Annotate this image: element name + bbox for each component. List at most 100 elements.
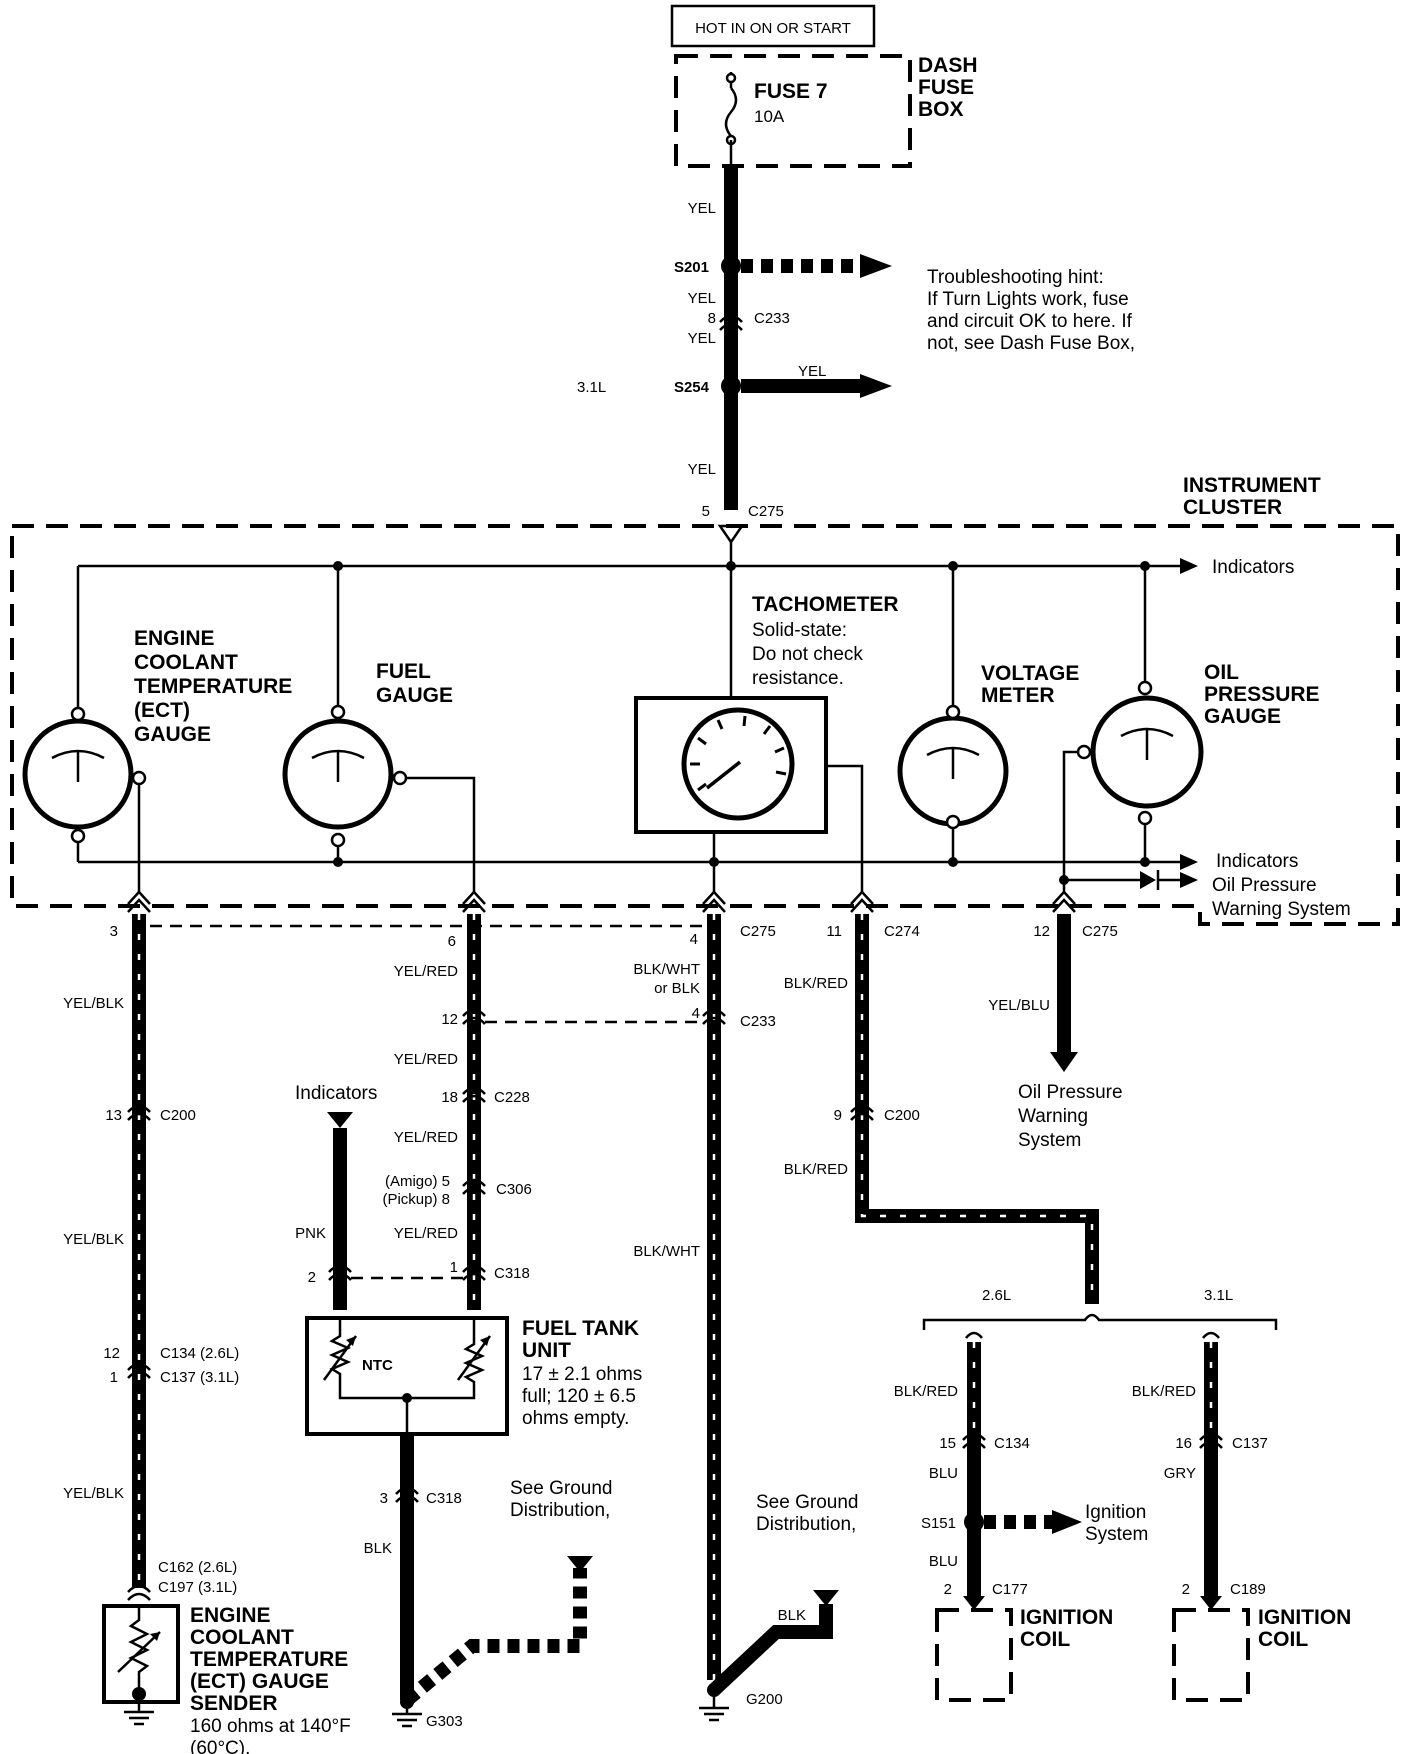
pin-2-c318: 2 [308,1269,316,1286]
ground-icon [124,1700,154,1726]
engine-26-label: 2.6L [982,1287,1011,1304]
connector-c189-label: C189 [1230,1581,1266,1598]
wire-label-blk-wht: BLK/WHT [633,1243,700,1260]
arrow-icon [860,254,892,278]
connector-c275-top-label: C275 [748,503,784,520]
tachometer-title: TACHOMETER [752,593,899,616]
connector-c197-label: C197 (3.1L) [158,1579,237,1596]
connector-c137-coil-label: C137 [1232,1435,1268,1452]
pin-1-c137: 1 [110,1369,118,1386]
gauge-icon [690,715,787,792]
pin-3-c318: 3 [380,1490,388,1507]
connector-c275-label-4: C275 [740,923,776,940]
connector-c134-c137 [127,1362,151,1379]
connector-c137-label: C137 (3.1L) [160,1369,239,1386]
ignition-coil-26 [935,1608,1013,1702]
wire-label-yel-red-1: YEL/RED [394,963,458,980]
connector-c233-tach [702,1008,726,1025]
pin-11-c274: 11 [826,923,842,940]
wire-label-yel-3: YEL [688,330,716,347]
pin-amigo-c306: (Amigo) 5 [385,1173,450,1190]
wire-label-yel-red-3: YEL/RED [394,1129,458,1146]
pin-2-c189: 2 [1182,1581,1190,1598]
pin-4-c275: 4 [690,931,698,948]
connector-c189 [1200,1596,1222,1610]
connector-c200-ect [127,1104,151,1121]
pin-16-c137: 16 [1175,1435,1192,1452]
connector-c200-tach [850,1104,874,1121]
connector-c200-ect-label: C200 [160,1107,196,1124]
troubleshooting-hint: Troubleshooting hint:If Turn Lights work… [927,267,1135,354]
wire-label-blk-red-26: BLK/RED [894,1383,958,1400]
tach-signal-wire [855,914,1099,1304]
connector-c177-label: C177 [992,1581,1028,1598]
connector-c306-label: C306 [496,1181,532,1198]
connector-c162-c197 [127,1584,151,1601]
connector-c233-tach-label: C233 [740,1013,776,1030]
arrow-icon [860,374,892,398]
splice-s201-label: S201 [674,259,709,276]
dash-fuse-box [674,54,912,168]
fuse-icon [724,72,738,166]
splice-s151-label: S151 [921,1515,956,1532]
pin-3-c275: 3 [110,923,118,940]
ground-g303-label: G303 [426,1713,463,1730]
connector-c274-label: C274 [884,923,920,940]
ground-distribution-link-1 [402,1568,587,1706]
wire-label-yel-2: YEL [688,290,716,307]
arrow-icon [1180,558,1198,574]
connector-c228-label: C228 [494,1089,530,1106]
ect-sender-spec: 160 ohms at 140°F(60°C). [190,1716,351,1754]
ntc-label: NTC [362,1357,393,1374]
pin-2-c177: 2 [944,1581,952,1598]
pin-9-c200: 9 [834,1107,842,1124]
connector-c228 [462,1086,486,1103]
wire-label-blk-red-2: BLK/RED [784,1161,848,1178]
engine-31-label: 3.1L [577,379,606,396]
indicators-top-label: Indicators [1212,557,1294,578]
indicators-left-label: Indicators [295,1083,377,1104]
pin-6-c275: 6 [448,933,456,950]
fuse-rating: 10A [754,107,785,126]
arrow-icon [327,1112,353,1128]
connector-c134-label: C134 (2.6L) [160,1345,239,1362]
wire-label-blu-2: BLU [929,1553,958,1570]
connector-c134-coil-label: C134 [994,1435,1030,1452]
connector-c233-fuel [462,1008,486,1025]
connector-c177 [963,1596,985,1610]
connector-c306 [462,1178,486,1195]
wire-label-blk-red-31: BLK/RED [1132,1383,1196,1400]
pin-15-c134: 15 [939,1435,956,1452]
arrow-icon [567,1556,593,1572]
hot-in-box [670,4,876,48]
wire-label-blu-1: BLU [929,1465,958,1482]
connector-c233-top [719,314,743,331]
wire-label-yel-blk-1: YEL/BLK [63,995,124,1012]
hot-in-label: HOT IN ON OR START [695,20,851,37]
connector-c275-label-12: C275 [1082,923,1118,940]
connector-c318-label: C318 [494,1265,530,1282]
arrow-icon [1052,1510,1082,1534]
ground-distribution-link-2 [709,1604,833,1696]
connector-c162-label: C162 (2.6L) [158,1559,237,1576]
connector-c318-right [462,1264,486,1281]
ground-icon [699,1696,729,1722]
connector-c275-caps [127,890,1076,913]
arrow-icon [1180,872,1198,888]
wire-label-yel-s254: YEL [798,363,826,380]
connector-c318-left [328,1264,352,1281]
connector-c318-ground-label: C318 [426,1490,462,1507]
splice-s151 [964,1512,984,1532]
wire-label-yel-red-2: YEL/RED [394,1051,458,1068]
wire-label-yel-blu: YEL/BLU [988,997,1050,1014]
